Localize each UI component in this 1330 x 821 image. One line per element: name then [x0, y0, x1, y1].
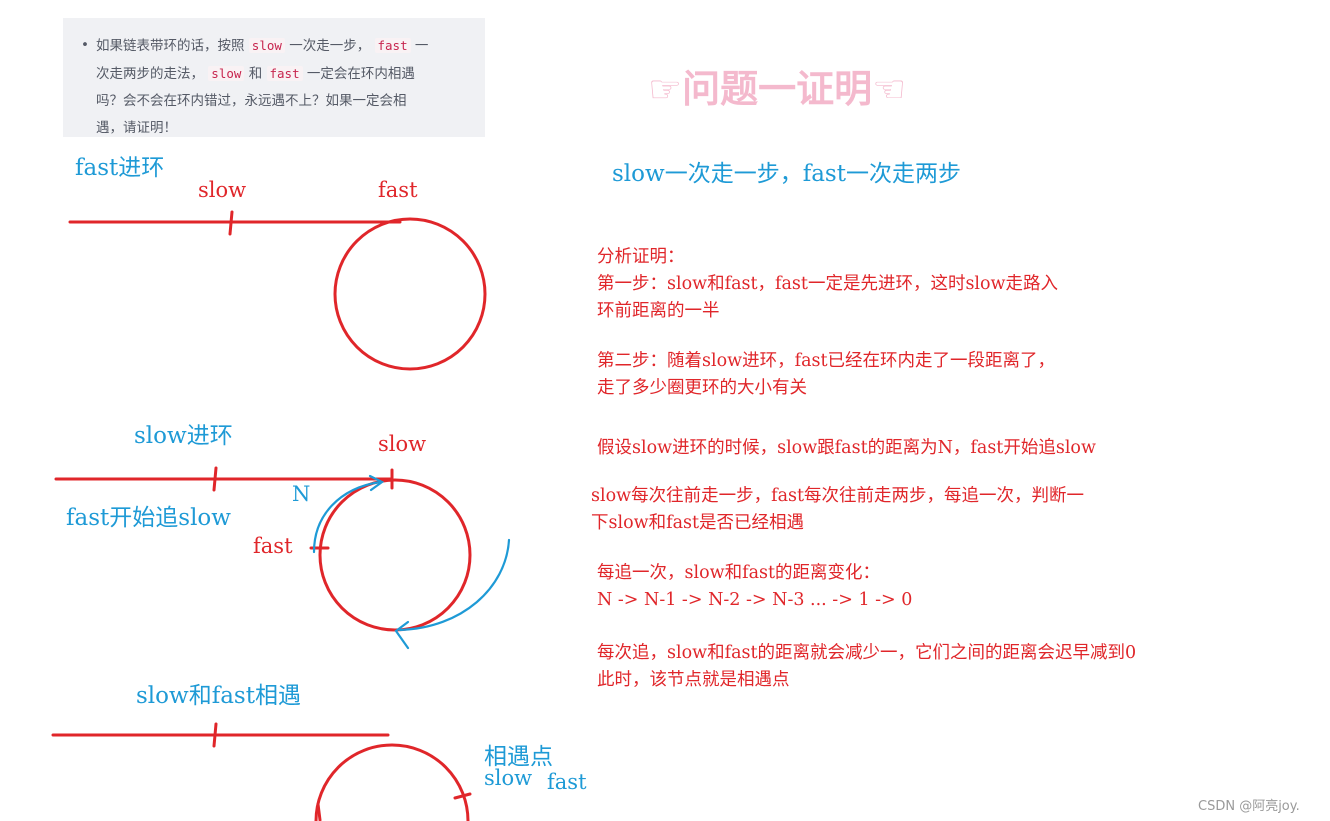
chase-arrow-head: [394, 620, 410, 650]
quote-line1-b: 一次走一步，: [284, 38, 375, 54]
csdn-watermark: CSDN @阿亮joy.: [1198, 799, 1300, 814]
note-step1-line1: 第一步：slow和fast，fast一定是先进环，这时slow走路入: [597, 274, 1059, 294]
fig3-heading: slow和fast相遇: [136, 683, 301, 709]
note-conclusion-line1: 每次追，slow和fast的距离就会减少一，它们之间的距离会迟早减到0: [597, 643, 1137, 663]
note-step2-line1: 第二步：随着slow进环，fast已经在环内走了一段距离了，: [597, 351, 1056, 371]
fig2-slow-label: slow: [378, 432, 427, 456]
fig2-heading: slow进环: [134, 423, 233, 449]
chase-direction-arrow: [398, 538, 511, 632]
fig3-meet-tick: [453, 792, 472, 800]
fig1-slow-label: slow: [198, 178, 247, 202]
fig1-heading: fast进环: [75, 155, 165, 181]
note-step2: 第二步：随着slow进环，fast已经在环内走了一段距离了， 走了多少圈更环的大…: [597, 348, 1055, 402]
fig3-cycle: [314, 743, 470, 821]
note-conclusion-line2: 此时，该节点就是相遇点: [597, 670, 790, 690]
note-analysis-heading: 分析证明：: [597, 247, 685, 267]
note-conclusion: 每次追，slow和fast的距离就会减少一，它们之间的距离会迟早减到0 此时，该…: [597, 640, 1136, 694]
fig3-bottom-tick: [316, 802, 322, 821]
note-step-rule-line2: 下slow和fast是否已经相遇: [591, 513, 805, 533]
fig1-cycle: [333, 217, 487, 371]
question-text: 如果链表带环的话，按照 slow 一次走一步， fast 一 次走两步的走法， …: [96, 32, 467, 142]
fig2-tick-left: [212, 466, 218, 492]
fig2-fast-label: fast: [253, 534, 293, 558]
bullet-dot: •: [81, 37, 89, 53]
fig3-slow-label: slow: [484, 766, 533, 790]
note-assume-line1: 假设slow进环的时候，slow跟fast的距离为N，fast开始追slow: [597, 438, 1096, 458]
note-step-rule-line1: slow每次往前走一步，fast每次往前走两步，每追一次，判断一: [591, 486, 1085, 506]
fast-code-2: fast: [266, 66, 303, 81]
fig2-cycle: [318, 478, 472, 632]
n-distance-arc: [312, 480, 382, 554]
quote-line1-c: 一: [410, 38, 429, 54]
fig1-fast-label: fast: [378, 178, 418, 202]
fig2-n-label: N: [292, 482, 311, 506]
quote-line2-b: 和: [244, 66, 267, 82]
note-assume: 假设slow进环的时候，slow跟fast的距离为N，fast开始追slow: [597, 435, 1096, 462]
fig1-slow-tick: [228, 210, 234, 236]
note-distance-heading: 每追一次，slow和fast的距离变化：: [597, 563, 881, 583]
note-distance-change: 每追一次，slow和fast的距离变化： N -> N-1 -> N-2 -> …: [597, 560, 912, 614]
quote-line2-c: 一定会在环内相遇: [302, 66, 415, 82]
quote-line2-a: 次走两步的走法，: [96, 66, 209, 82]
slow-code-2: slow: [208, 66, 245, 81]
note-step-rule: slow每次往前走一步，fast每次往前走两步，每追一次，判断一 下slow和f…: [591, 483, 1084, 537]
fig3-meet-point-label: 相遇点: [484, 744, 553, 770]
question-quote-block: • 如果链表带环的话，按照 slow 一次走一步， fast 一 次走两步的走法…: [63, 18, 485, 137]
fig2-chase-label: fast开始追slow: [66, 505, 231, 531]
proof-title: ☞问题一证明☜: [648, 67, 907, 111]
n-arrow-head: [368, 474, 385, 492]
quote-line1-a: 如果链表带环的话，按照: [96, 38, 249, 54]
fig3-tick-left: [212, 722, 218, 748]
note-step2-line2: 走了多少圈更环的大小有关: [597, 378, 807, 398]
slow-code: slow: [248, 38, 285, 53]
step-rule-subtitle: slow一次走一步，fast一次走两步: [612, 161, 961, 187]
quote-line3: 吗？会不会在环内错过，永远遇不上？如果一定会相: [96, 93, 407, 109]
note-analysis: 分析证明： 第一步：slow和fast，fast一定是先进环，这时slow走路入…: [597, 244, 1058, 325]
quote-line4: 遇，请证明！: [96, 120, 177, 136]
fig3-fast-label: fast: [547, 770, 587, 794]
fast-code: fast: [374, 38, 411, 53]
note-distance-sequence: N -> N-1 -> N-2 -> N-3 ... -> 1 -> 0: [597, 590, 913, 610]
note-step1-line2: 环前距离的一半: [597, 301, 720, 321]
